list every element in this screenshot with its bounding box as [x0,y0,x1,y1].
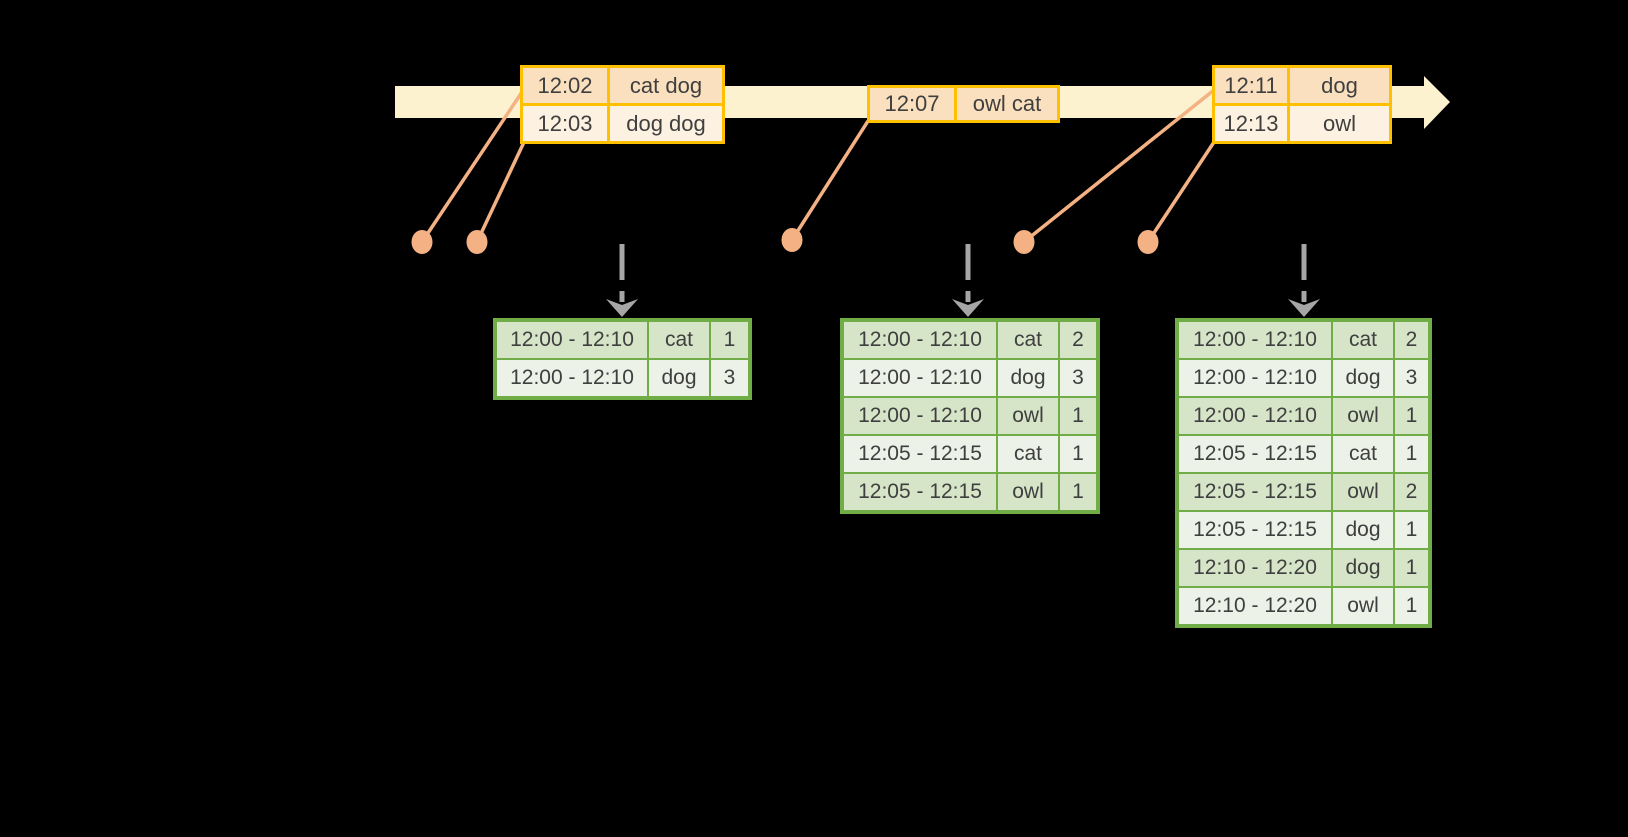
word-cell: cat [1333,322,1393,358]
event-table-3: 12:11 dog 12:13 owl [1212,65,1392,144]
window-cell: 12:00 - 12:10 [844,322,996,358]
word-cell: dog [649,360,709,396]
event-table-2: 12:07 owl cat [867,85,1060,123]
count-cell: 2 [1395,474,1428,510]
event-table-1: 12:02 cat dog 12:03 dog dog [520,65,725,144]
window-cell: 12:05 - 12:15 [1179,512,1331,548]
event-words-cell: dog dog [610,106,722,141]
word-cell: cat [649,322,709,358]
count-cell: 3 [1395,360,1428,396]
count-cell: 1 [1060,436,1096,472]
event-words-cell: cat dog [610,68,722,103]
event-dot-icon [781,228,803,252]
window-cell: 12:10 - 12:20 [1179,588,1331,624]
event-time-cell: 12:03 [523,106,607,141]
window-cell: 12:05 - 12:15 [1179,436,1331,472]
event-dot-icon [1137,230,1159,254]
down-arrowhead-icon [606,299,638,317]
count-cell: 3 [1060,360,1096,396]
count-cell: 1 [711,322,748,358]
result-table-1: 12:00 - 12:10 cat 1 12:00 - 12:10 dog 3 [493,318,752,400]
window-cell: 12:00 - 12:10 [844,398,996,434]
word-cell: owl [1333,588,1393,624]
event-dot-icon [466,230,488,254]
window-cell: 12:00 - 12:10 [1179,360,1331,396]
window-cell: 12:00 - 12:10 [497,360,647,396]
window-cell: 12:05 - 12:15 [844,436,996,472]
word-cell: dog [998,360,1058,396]
connector-line [1146,138,1218,243]
event-time-cell: 12:11 [1215,68,1287,103]
word-cell: owl [998,474,1058,510]
word-cell: owl [1333,474,1393,510]
connector-line [790,120,870,241]
window-cell: 12:00 - 12:10 [844,360,996,396]
count-cell: 1 [1060,474,1096,510]
word-cell: cat [998,322,1058,358]
connector-line [420,91,524,243]
window-cell: 12:05 - 12:15 [1179,474,1331,510]
count-cell: 1 [1060,398,1096,434]
event-dot-icon [1013,230,1035,254]
count-cell: 1 [1395,550,1428,586]
down-arrowhead-icon [1288,299,1320,317]
count-cell: 1 [1395,436,1428,472]
count-cell: 1 [1395,512,1428,548]
count-cell: 1 [1395,398,1428,434]
result-table-3: 12:00 - 12:10 cat 2 12:00 - 12:10 dog 3 … [1175,318,1432,628]
connector-line [1022,88,1216,244]
trigger-arrows [606,244,1320,317]
word-cell: owl [998,398,1058,434]
down-arrowhead-icon [952,299,984,317]
event-time-cell: 12:13 [1215,106,1287,141]
event-time-cell: 12:07 [870,88,954,120]
window-cell: 12:00 - 12:10 [1179,398,1331,434]
word-cell: cat [1333,436,1393,472]
event-time-cell: 12:02 [523,68,607,103]
window-cell: 12:10 - 12:20 [1179,550,1331,586]
event-dot-icon [411,230,433,254]
count-cell: 1 [1395,588,1428,624]
connector-line [475,139,527,243]
event-words-cell: owl [1290,106,1389,141]
word-cell: cat [998,436,1058,472]
word-cell: owl [1333,398,1393,434]
count-cell: 2 [1395,322,1428,358]
window-cell: 12:05 - 12:15 [844,474,996,510]
window-cell: 12:00 - 12:10 [497,322,647,358]
word-cell: dog [1333,360,1393,396]
count-cell: 2 [1060,322,1096,358]
event-words-cell: dog [1290,68,1389,103]
word-cell: dog [1333,550,1393,586]
event-markers [411,228,1159,254]
count-cell: 3 [711,360,748,396]
timeline-arrowhead-icon [1424,76,1450,129]
result-table-2: 12:00 - 12:10 cat 2 12:00 - 12:10 dog 3 … [840,318,1100,514]
word-cell: dog [1333,512,1393,548]
event-words-cell: owl cat [957,88,1057,120]
window-cell: 12:00 - 12:10 [1179,322,1331,358]
event-connector-lines [420,88,1218,244]
